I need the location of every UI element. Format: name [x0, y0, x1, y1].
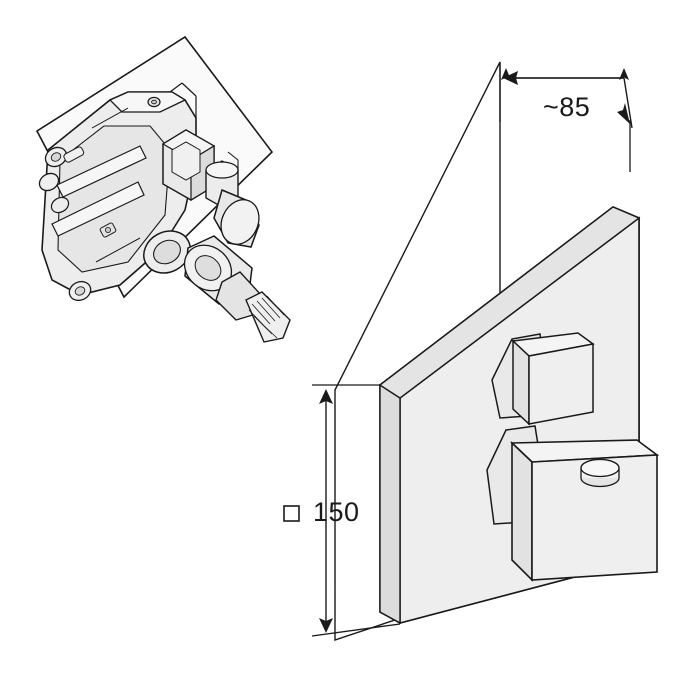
left-side-fittings [38, 146, 92, 302]
height-dimension-group [311, 384, 401, 637]
rough-in-valve-assembly [35, 35, 291, 343]
square-symbol-box [283, 505, 300, 522]
temperature-handle-side [528, 343, 594, 425]
volume-handle-front [511, 441, 533, 582]
escutcheon-plate-top-edge [378, 206, 641, 399]
temperature-handle-front [512, 339, 530, 426]
body-label-strip [56, 145, 147, 198]
upper-connection-boss [161, 129, 216, 202]
push-button [580, 458, 620, 488]
body-label-strip-2 [51, 181, 145, 237]
body-detail-marks [63, 82, 239, 263]
knurled-ring-middle [143, 230, 191, 274]
port-circle-top-inner [151, 99, 157, 105]
cartridge-stem-assembly [183, 235, 291, 343]
outlet-cylinder-upper [213, 188, 260, 248]
escutcheon-plate-edge [379, 383, 401, 625]
depth-dimension-label: ~85 [543, 92, 591, 122]
trim-assembly [334, 61, 660, 641]
height-dimension-label: 150 [313, 497, 360, 527]
volume-handle-side [531, 454, 658, 581]
knurled-stem-tip [245, 291, 291, 343]
volume-handle [486, 425, 660, 582]
depth-dimension-group [499, 62, 633, 172]
temperature-handle [491, 332, 595, 426]
